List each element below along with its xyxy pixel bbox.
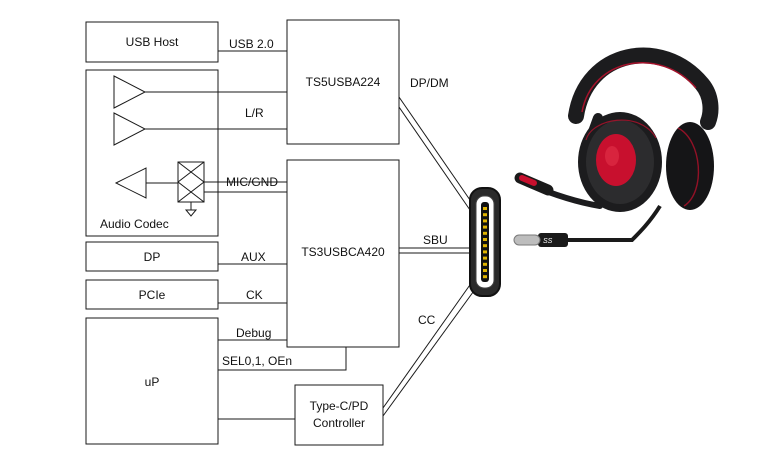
ts3usbca420-block: TS3USBCA420: [286, 159, 400, 348]
connector-pin: [483, 244, 487, 248]
ground-icon: [184, 209, 198, 217]
audio-codec-label: Audio Codec: [100, 217, 169, 231]
usb-host-label: USB Host: [126, 35, 179, 49]
signal-dp-dm: DP/DM: [410, 76, 449, 90]
signal-sbu: SBU: [423, 233, 448, 247]
connector-pin: [483, 207, 487, 210]
dp-block: DP: [85, 241, 219, 272]
typec-pd-label-line1: Type-C/PD: [310, 399, 369, 413]
wires: [145, 50, 477, 420]
ts5usba224-block: TS5USBA224: [286, 19, 400, 145]
connector-pin: [483, 250, 487, 254]
signal-lr: L/R: [245, 106, 264, 120]
signal-debug: Debug: [236, 326, 271, 340]
amplifier-icon: [113, 112, 147, 146]
switch-icon: [177, 161, 205, 203]
connector-pin: [483, 262, 487, 266]
pcie-block: PCIe: [85, 279, 219, 310]
connector-pin: [483, 256, 487, 260]
connector-pin: [483, 219, 487, 223]
usb-c-receptacle: [469, 187, 501, 297]
pcie-label: PCIe: [139, 288, 166, 302]
connector-pin: [483, 238, 487, 241]
typec-pd-controller-block: Type-C/PD Controller: [294, 384, 384, 446]
signal-usb20: USB 2.0: [229, 37, 274, 51]
up-label: uP: [145, 375, 160, 389]
signal-mic-gnd: MIC/GND: [226, 175, 278, 189]
amplifier-icon: [113, 75, 147, 109]
ts5usba224-label: TS5USBA224: [306, 75, 381, 89]
ts3usbca420-label: TS3USBCA420: [301, 245, 385, 259]
audio-codec-block: Audio Codec: [85, 69, 219, 237]
typec-pd-label-line2: Controller: [313, 416, 365, 430]
signal-cc: CC: [418, 313, 436, 327]
connector-pin: [483, 269, 487, 272]
connector-pin: [483, 275, 487, 279]
connector-pin: [483, 213, 487, 217]
signal-aux: AUX: [241, 250, 266, 264]
signal-sel: SEL0,1, OEn: [222, 354, 292, 368]
connector-pin: [483, 231, 487, 235]
dp-label: DP: [144, 250, 161, 264]
usb-host-block: USB Host: [85, 21, 219, 63]
connector-pins: [483, 207, 487, 279]
cable-logo: SS: [543, 238, 553, 245]
up-block: uP: [85, 317, 219, 445]
headset-image: SS: [513, 47, 719, 247]
signal-ck: CK: [246, 288, 263, 302]
connector-pin: [483, 225, 487, 229]
